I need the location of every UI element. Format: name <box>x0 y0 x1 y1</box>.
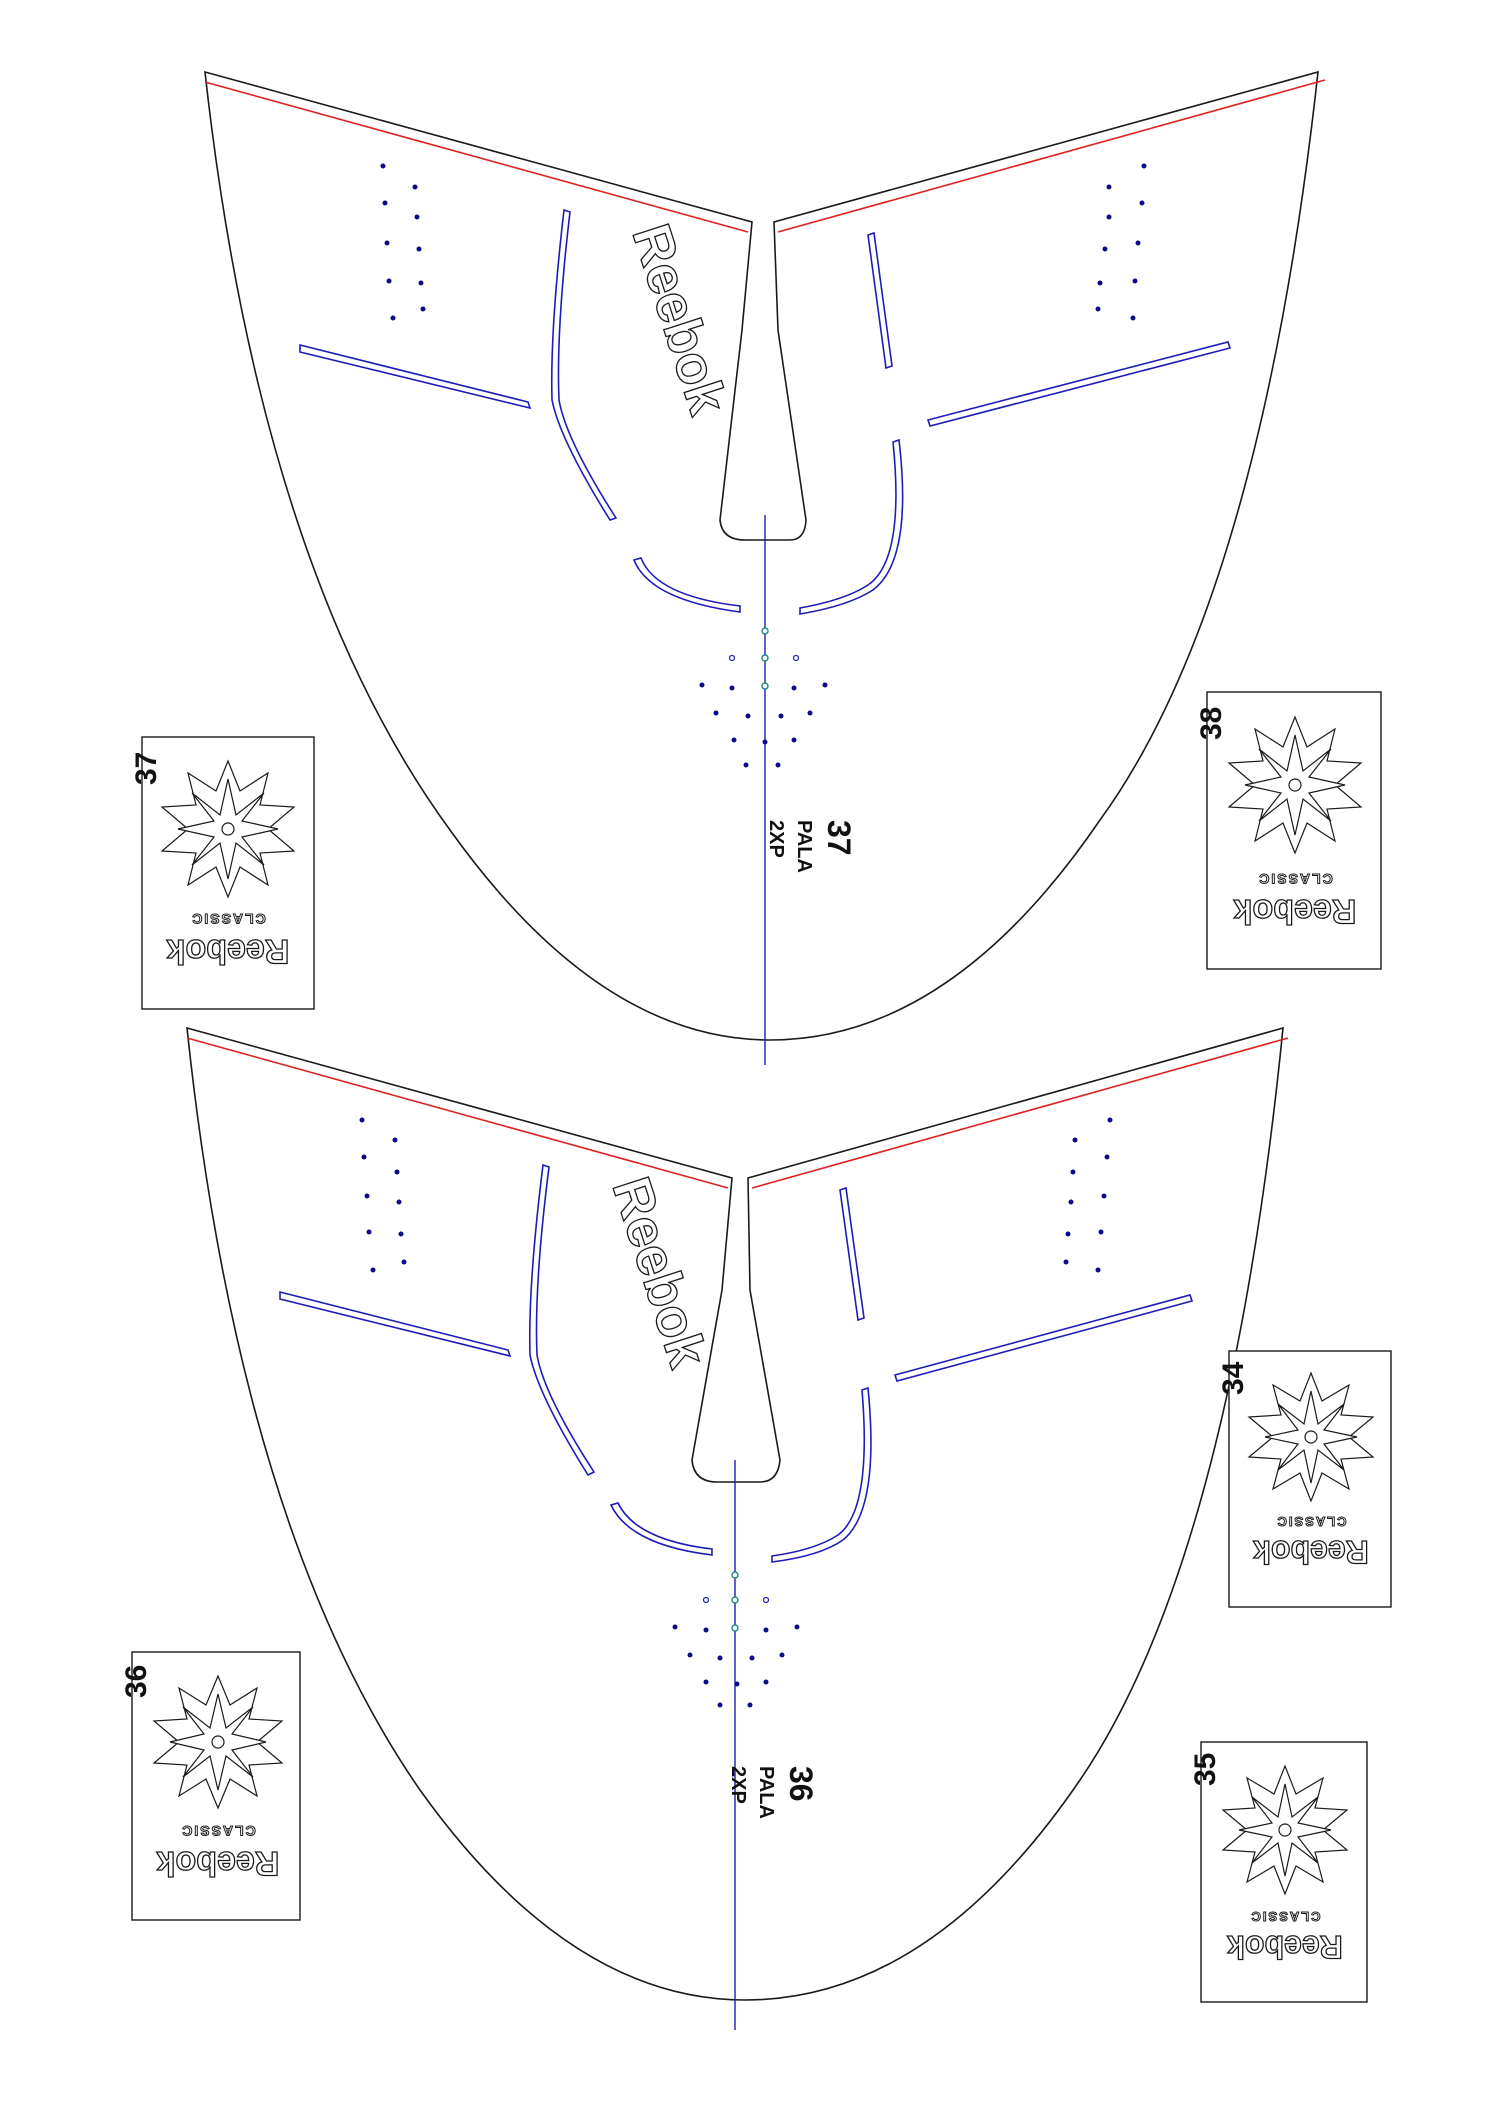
svg-text:2XP: 2XP <box>727 1766 749 1804</box>
starburst-logo-icon <box>152 1674 284 1810</box>
edge-line-left <box>204 81 749 233</box>
tag-brand: Reebok <box>1253 1534 1369 1570</box>
size-number: 34 <box>1217 1361 1250 1395</box>
starburst-logo-icon <box>1247 1371 1375 1503</box>
brand-mark: Reebok <box>601 1170 719 1375</box>
tag-brand: Reebok <box>157 1844 280 1882</box>
tag-subtitle: CLASSIC <box>190 911 265 927</box>
size-tag-35: 35 Reebok CLASSIC <box>1189 1741 1368 2003</box>
tag-brand: Reebok <box>1227 1929 1343 1965</box>
stitch-slot <box>839 1186 865 1322</box>
stitch-slot <box>550 208 618 521</box>
stitch-slot <box>799 438 904 615</box>
piece-outline <box>186 1026 1284 2001</box>
piece-outline <box>204 70 1319 1041</box>
tag-subtitle: CLASSIC <box>180 1823 255 1839</box>
perforation-cluster <box>699 627 828 768</box>
svg-text:PALA: PALA <box>793 820 815 873</box>
size-number: 38 <box>1195 707 1228 740</box>
tag-subtitle: CLASSIC <box>1275 1514 1346 1529</box>
edge-line-left <box>186 1037 729 1189</box>
size-tag-37: 37 Reebok CLASSIC <box>130 736 315 1010</box>
perforation-cluster <box>1095 163 1147 321</box>
edge-line-right <box>751 1037 1289 1189</box>
svg-text:PALA: PALA <box>755 1766 777 1819</box>
tag-subtitle: CLASSIC <box>1257 871 1332 887</box>
stitch-slot <box>609 1502 713 1556</box>
pattern-piece-lower: Reebok 36 PALA 2XP <box>186 1026 1289 2030</box>
brand-mark: Reebok <box>621 217 739 422</box>
svg-text:37: 37 <box>821 820 857 856</box>
svg-text:36: 36 <box>783 1766 819 1802</box>
starburst-logo-icon <box>1227 715 1363 855</box>
stitch-slot <box>528 1163 596 1477</box>
perforation-cluster <box>359 1117 407 1273</box>
edge-line-right <box>777 79 1326 233</box>
perforation-cluster <box>380 163 426 321</box>
size-tag-38: 38 Reebok CLASSIC <box>1195 691 1382 970</box>
stitch-slot <box>299 343 532 410</box>
size-number: 37 <box>130 752 163 785</box>
starburst-logo-icon <box>1221 1764 1349 1896</box>
stitch-slot <box>867 231 893 370</box>
size-tag-36: 36 Reebok CLASSIC <box>120 1651 301 1921</box>
perforation-cluster <box>672 1571 800 1708</box>
stitch-slot <box>632 557 741 613</box>
size-number: 35 <box>1189 1753 1222 1786</box>
pattern-piece-upper: Reebok 37 PALA 2XP <box>204 70 1326 1065</box>
starburst-logo-icon <box>160 759 296 899</box>
tag-brand: Reebok <box>167 932 290 970</box>
piece-label: 37 PALA 2XP <box>765 820 857 873</box>
perforation-cluster <box>1063 1117 1113 1273</box>
tag-subtitle: CLASSIC <box>1249 1909 1320 1924</box>
size-number: 36 <box>120 1665 153 1698</box>
svg-text:2XP: 2XP <box>765 820 787 858</box>
stitch-slot <box>771 1386 872 1563</box>
stitch-slot <box>926 341 1232 427</box>
piece-label: 36 PALA 2XP <box>727 1766 819 1819</box>
stitch-slot <box>893 1294 1194 1382</box>
stitch-slot <box>279 1290 512 1358</box>
tag-brand: Reebok <box>1234 892 1357 930</box>
size-tag-34: 34 Reebok CLASSIC <box>1217 1350 1392 1608</box>
